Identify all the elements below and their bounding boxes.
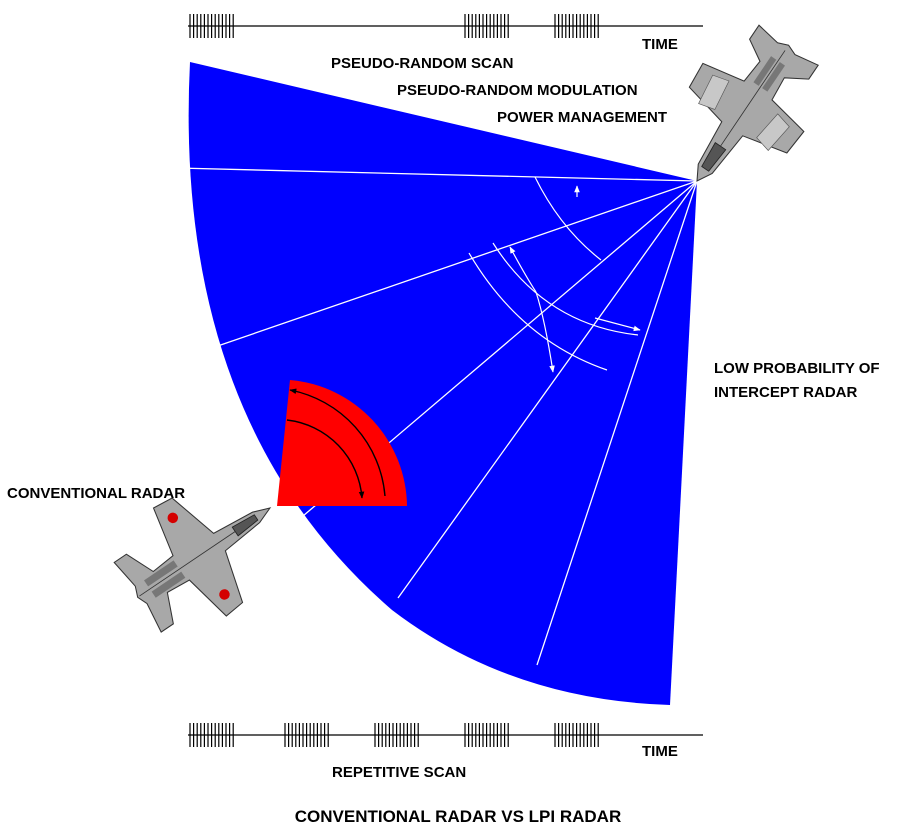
top-pulse-group-3 bbox=[554, 14, 599, 38]
lpi-radar-beam bbox=[188, 62, 697, 705]
fighter-jet-icon bbox=[113, 497, 272, 633]
stealth-fighter-icon bbox=[688, 24, 819, 182]
repetitive-scan-label: REPETITIVE SCAN bbox=[332, 764, 466, 781]
diagram-caption: CONVENTIONAL RADAR VS LPI RADAR bbox=[295, 807, 621, 826]
top-time-label: TIME bbox=[642, 36, 678, 53]
bottom-time-axis bbox=[188, 723, 703, 747]
pseudo-random-scan-label: PSEUDO-RANDOM SCAN bbox=[331, 55, 514, 72]
pseudo-random-modulation-label: PSEUDO-RANDOM MODULATION bbox=[397, 82, 638, 99]
lpi-radar-label-line1: LOW PROBABILITY OF bbox=[714, 360, 880, 377]
lpi-radar-label-line2: INTERCEPT RADAR bbox=[714, 384, 858, 401]
bottom-pulse-group-2 bbox=[284, 723, 329, 747]
top-pulse-group-1 bbox=[189, 14, 234, 38]
top-pulse-group-2 bbox=[464, 14, 509, 38]
bottom-pulse-group-5 bbox=[554, 723, 599, 747]
top-time-axis bbox=[188, 14, 703, 38]
conventional-radar-label: CONVENTIONAL RADAR bbox=[7, 485, 185, 502]
bottom-time-label: TIME bbox=[642, 743, 678, 760]
bottom-pulse-group-4 bbox=[464, 723, 509, 747]
bottom-pulse-group-1 bbox=[189, 723, 234, 747]
lpi-beam-radials bbox=[176, 167, 698, 666]
red-star-insignia-icon bbox=[167, 512, 230, 600]
bottom-pulse-group-3 bbox=[374, 723, 419, 747]
conventional-radar-beam bbox=[277, 380, 407, 506]
power-management-label: POWER MANAGEMENT bbox=[497, 109, 667, 126]
lpi-scan-arcs bbox=[468, 176, 641, 373]
